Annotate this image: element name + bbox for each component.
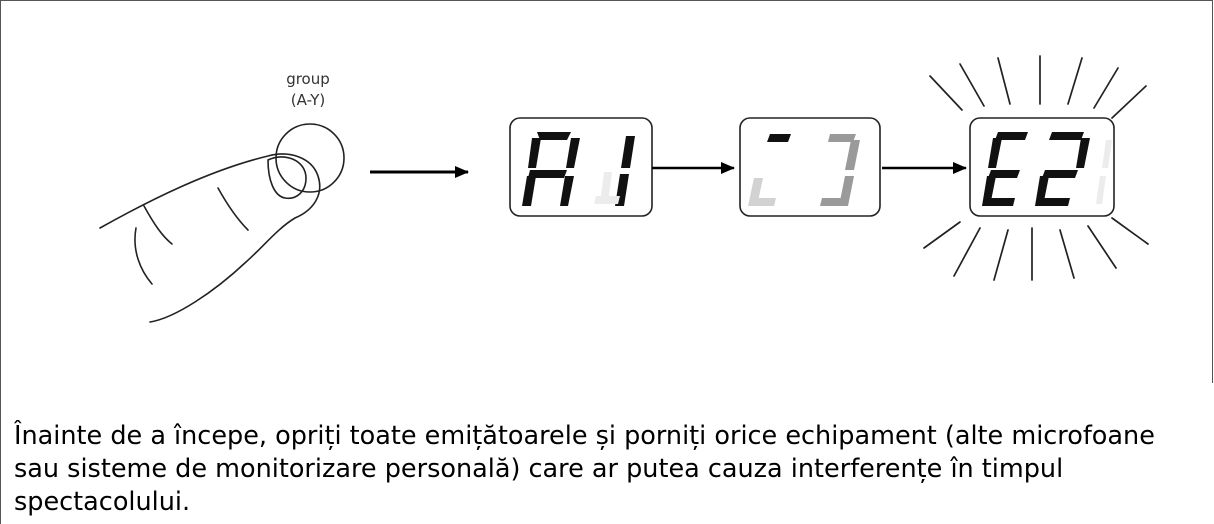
flash-rays-icon bbox=[923, 55, 1149, 281]
diagram-frame bbox=[0, 0, 1213, 383]
digit-2 bbox=[1035, 132, 1090, 206]
text-rule bbox=[0, 383, 1, 524]
button-label-line1: group bbox=[286, 70, 330, 88]
instruction-text: Înainte de a începe, opriți toate emițăt… bbox=[14, 421, 1155, 517]
button-label-line2: (A-Y) bbox=[291, 91, 325, 109]
group-scan-diagram: group (A-Y) bbox=[99, 55, 1149, 323]
display-result bbox=[969, 117, 1115, 217]
digit-A bbox=[522, 132, 580, 206]
display-scanning bbox=[739, 117, 881, 217]
finger-press-icon bbox=[99, 153, 321, 323]
group-button[interactable] bbox=[275, 123, 345, 193]
digit-E bbox=[982, 132, 1028, 206]
display-start bbox=[509, 117, 653, 217]
